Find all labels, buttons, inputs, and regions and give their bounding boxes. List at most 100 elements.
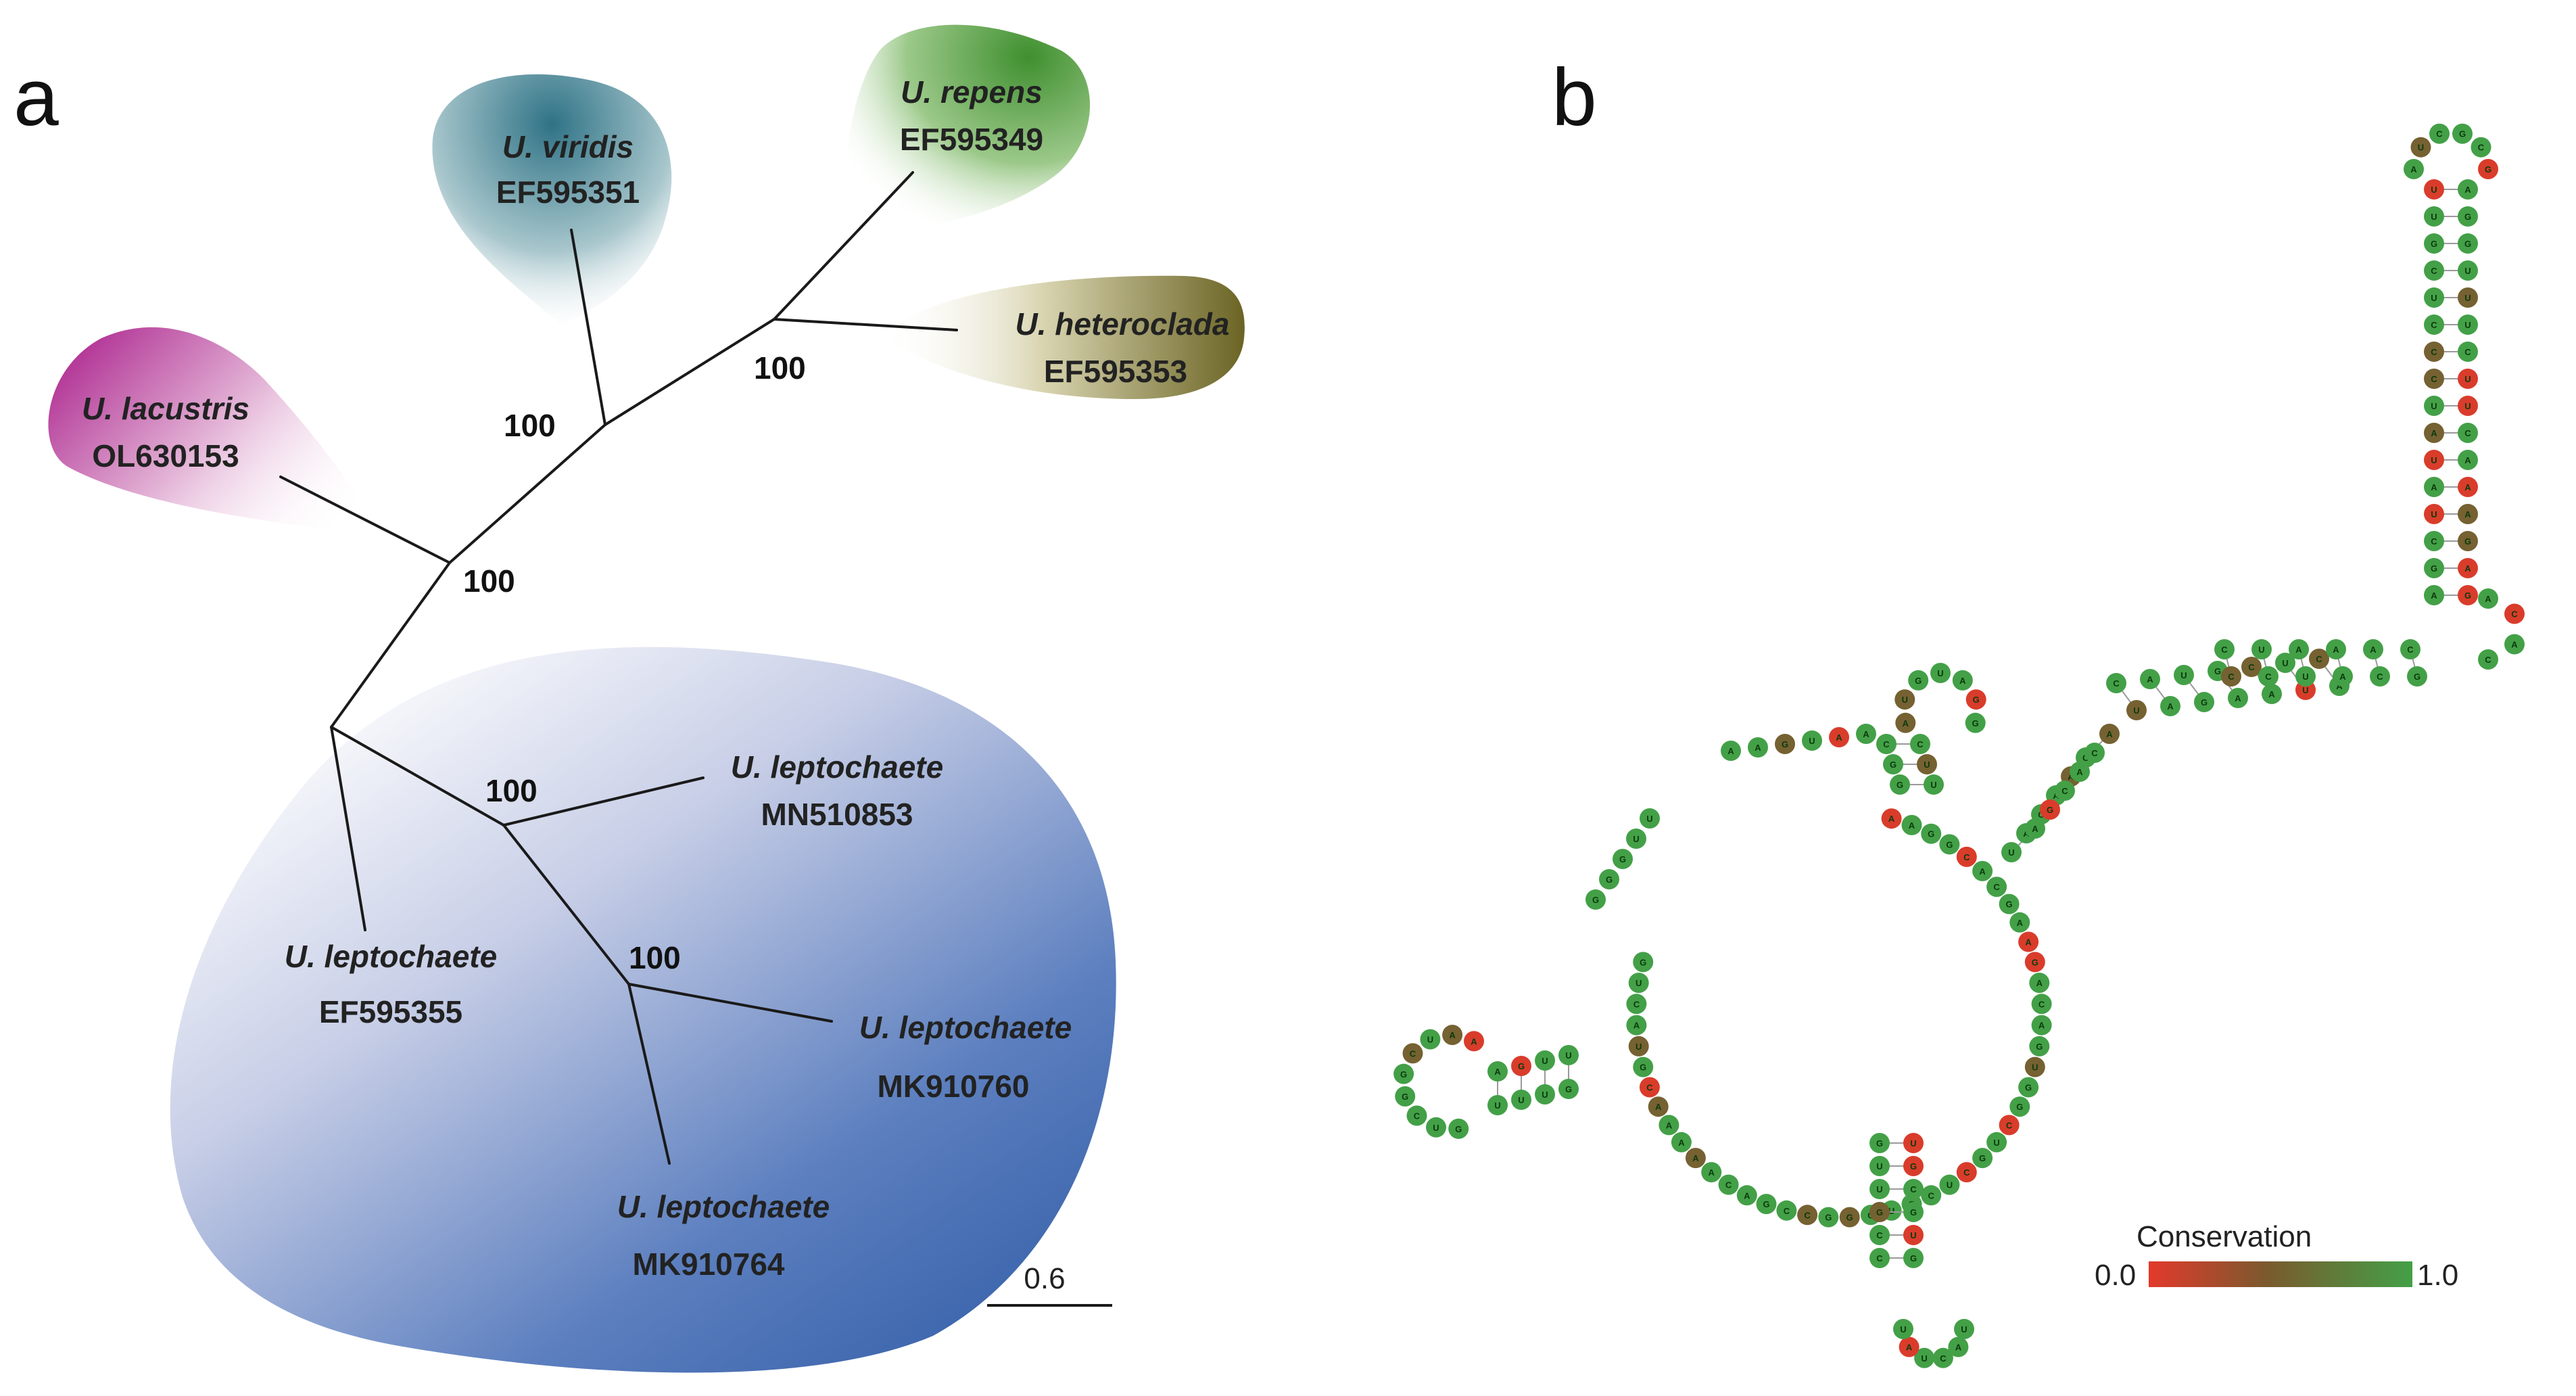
nucleotide-letter: A: [2339, 672, 2346, 682]
nucleotide: [1869, 1179, 1890, 1199]
nucleotide: [1640, 808, 1660, 829]
nucleotide-letter: U: [1888, 1206, 1894, 1216]
clade-shade-heteroclada: [879, 275, 1245, 399]
nucleotide-letter: C: [1917, 739, 1924, 749]
nucleotide-letter: C: [1928, 1190, 1935, 1201]
nucleotide: [1776, 1200, 1797, 1221]
taxon-species-heteroclada: U. heteroclada: [1016, 306, 1230, 342]
nucleotide-letter: U: [1910, 1230, 1916, 1240]
nucleotide: [1487, 1061, 1508, 1081]
nucleotide: [2458, 558, 2478, 578]
nucleotide-letter: C: [1784, 1206, 1790, 1216]
nucleotide-letter: C: [1876, 1230, 1883, 1240]
panel-a: a 100 100 100 100 100 U. v: [14, 24, 1245, 1373]
nucleotide-letter: C: [1725, 1180, 1732, 1190]
nucleotide-letter: A: [2464, 482, 2471, 492]
nucleotide-letter: G: [1782, 739, 1788, 749]
nucleotide-letter: U: [1494, 1100, 1500, 1111]
nucleotide-letter: U: [1930, 780, 1936, 790]
nucleotide-letter: U: [2180, 670, 2187, 680]
taxon-species-ef595355: U. leptochaete: [285, 939, 497, 974]
nucleotide: [1395, 1086, 1416, 1107]
nucleotide: [1948, 1336, 1969, 1357]
nucleotide-letter: C: [2248, 662, 2255, 672]
nucleotide: [2333, 666, 2353, 687]
nucleotide-letter: U: [2431, 509, 2437, 519]
taxon-accession-repens: EF595349: [900, 122, 1043, 157]
nucleotide-letter: G: [1910, 1161, 1917, 1171]
nucleotide-letter: A: [1655, 1102, 1662, 1112]
nucleotide: [1511, 1090, 1531, 1110]
nucleotide: [2424, 477, 2444, 497]
nucleotide: [2504, 603, 2525, 624]
nucleotide: [1876, 734, 1897, 754]
nucleotide-letter: A: [2464, 185, 2471, 195]
nucleotide-letter: U: [2133, 705, 2139, 716]
nucleotide: [2410, 137, 2431, 158]
scale-bar-label: 0.6: [1024, 1262, 1065, 1295]
nucleotide: [1613, 849, 1633, 869]
nucleotide-letter: A: [2464, 563, 2471, 574]
nucleotide-letter: A: [1755, 743, 1761, 753]
nucleotide: [1869, 1225, 1890, 1245]
nucleotide-letter: G: [2431, 563, 2437, 574]
nucleotide: [2478, 159, 2498, 179]
nucleotide: [2326, 639, 2346, 659]
taxon-accession-mk910760: MK910760: [877, 1069, 1029, 1104]
nucleotide-letter: U: [1876, 1161, 1882, 1171]
nucleotide: [1659, 1115, 1679, 1136]
nucleotide: [1633, 1056, 1654, 1077]
nucleotide-letter: C: [2316, 654, 2322, 664]
nucleotide: [2194, 692, 2214, 712]
nucleotide: [1894, 689, 1915, 710]
nucleotide-letter: A: [1449, 1030, 1456, 1040]
nucleotide-letter: C: [2006, 1120, 2013, 1130]
nucleotide: [1487, 1095, 1508, 1115]
nucleotide-letter: G: [2016, 1102, 2023, 1112]
nucleotide-letter: G: [2032, 957, 2038, 967]
nucleotide-letter: G: [1402, 1092, 1408, 1102]
nucleotide: [2424, 585, 2444, 605]
nucleotide: [2309, 649, 2329, 669]
nucleotide: [1965, 712, 1986, 733]
nucleotide: [1748, 737, 1768, 758]
nucleotide: [2424, 450, 2444, 470]
nucleotide: [1986, 877, 2007, 898]
nucleotide-letter: U: [1633, 834, 1639, 844]
nucleotide-letter: A: [1709, 1167, 1715, 1178]
nucleotide-letter: A: [2511, 640, 2518, 650]
nucleotide: [2458, 477, 2478, 497]
nucleotide: [2429, 123, 2450, 144]
nucleotide: [1628, 1036, 1649, 1056]
nucleotide: [1756, 1194, 1777, 1215]
nucleotide: [2289, 639, 2309, 659]
nucleotide: [1721, 741, 1741, 761]
taxon-accession-ef595355: EF595355: [319, 994, 462, 1029]
nucleotide-letter: G: [1946, 839, 1953, 850]
nucleotide: [1685, 1148, 1706, 1169]
nucleotide: [2458, 233, 2478, 254]
nucleotide: [2424, 504, 2444, 524]
nucleotide: [1972, 860, 1993, 881]
nucleotide: [1599, 869, 1619, 889]
nucleotide-letter: U: [2418, 143, 2424, 153]
nucleotide: [1893, 1319, 1913, 1339]
nucleotide: [1901, 814, 1922, 835]
taxon-species-repens: U. repens: [901, 74, 1043, 110]
nucleotide-letter: A: [1692, 1153, 1699, 1163]
nucleotide: [1895, 712, 1916, 733]
nucleotide: [2099, 724, 2120, 744]
nucleotide: [2009, 1096, 2030, 1117]
nucleotide-letter: G: [1876, 1207, 1883, 1217]
taxon-accession-mk910764: MK910764: [632, 1247, 784, 1282]
nucleotide-letter: G: [2214, 666, 2221, 676]
nucleotide-letter: U: [2431, 212, 2437, 222]
nucleotide-letter: G: [1973, 695, 1980, 705]
nucleotide: [1869, 1202, 1890, 1222]
nucleotide-letter: C: [2464, 428, 2471, 438]
nucleotide-letter: C: [2431, 266, 2437, 276]
nucleotide-letter: A: [2431, 590, 2437, 601]
nucleotide-letter: A: [2464, 509, 2471, 519]
nucleotide-letter: U: [1910, 1138, 1916, 1148]
branch-root-lep: [330, 561, 451, 728]
